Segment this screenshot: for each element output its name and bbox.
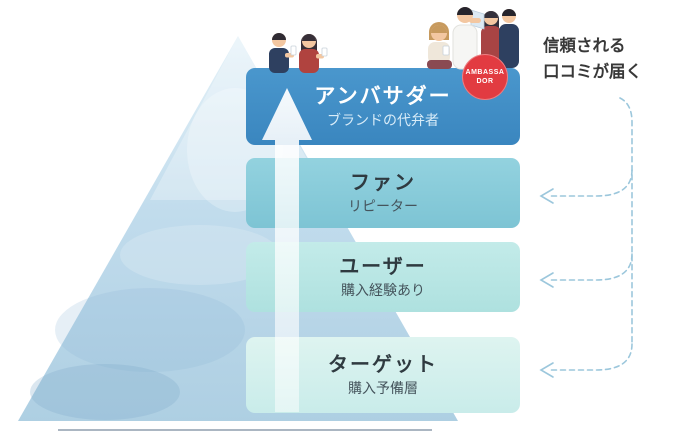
dashed-line-vertical	[619, 97, 633, 345]
arrowhead-icon	[539, 272, 554, 288]
level-target: ターゲット 購入予備層	[246, 337, 520, 413]
people-illustration-left	[269, 33, 328, 73]
badge-line1: AMBASSA	[465, 68, 505, 76]
watercolor-blob	[120, 225, 280, 285]
person-navy	[269, 33, 297, 73]
level-subtitle: 購入予備層	[348, 380, 418, 397]
level-user: ユーザー 購入経験あり	[246, 242, 520, 312]
level-title: ファン	[350, 172, 416, 195]
side-note-line2: 口コミが届く	[543, 62, 642, 81]
watercolor-blob	[30, 364, 180, 420]
ambassador-badge: AMBASSA DOR	[462, 54, 508, 100]
level-title: アンバサダー	[314, 85, 452, 108]
level-title: ユーザー	[339, 256, 427, 279]
dashed-line-to-fan	[548, 169, 633, 197]
watercolor-blob	[55, 288, 245, 372]
person-navy-back	[499, 9, 519, 68]
person-red	[299, 34, 328, 73]
person-seated	[427, 22, 452, 69]
side-note: 信頼される 口コミが届く	[543, 34, 642, 85]
arrowhead-icon	[539, 362, 554, 378]
arrowhead-icon	[539, 188, 554, 204]
dashed-line-to-user	[548, 253, 633, 281]
level-fan: ファン リピーター	[246, 158, 520, 228]
level-subtitle: 購入経験あり	[341, 282, 425, 299]
dashed-line-to-target	[548, 343, 633, 371]
level-subtitle: リピーター	[348, 198, 418, 215]
badge-line2: DOR	[476, 78, 494, 85]
side-note-line1: 信頼される	[543, 37, 626, 55]
level-subtitle: ブランドの代弁者	[327, 112, 439, 129]
pyramid-shape	[18, 36, 458, 421]
level-title: ターゲット	[328, 354, 438, 377]
people-illustration-right	[427, 7, 519, 70]
